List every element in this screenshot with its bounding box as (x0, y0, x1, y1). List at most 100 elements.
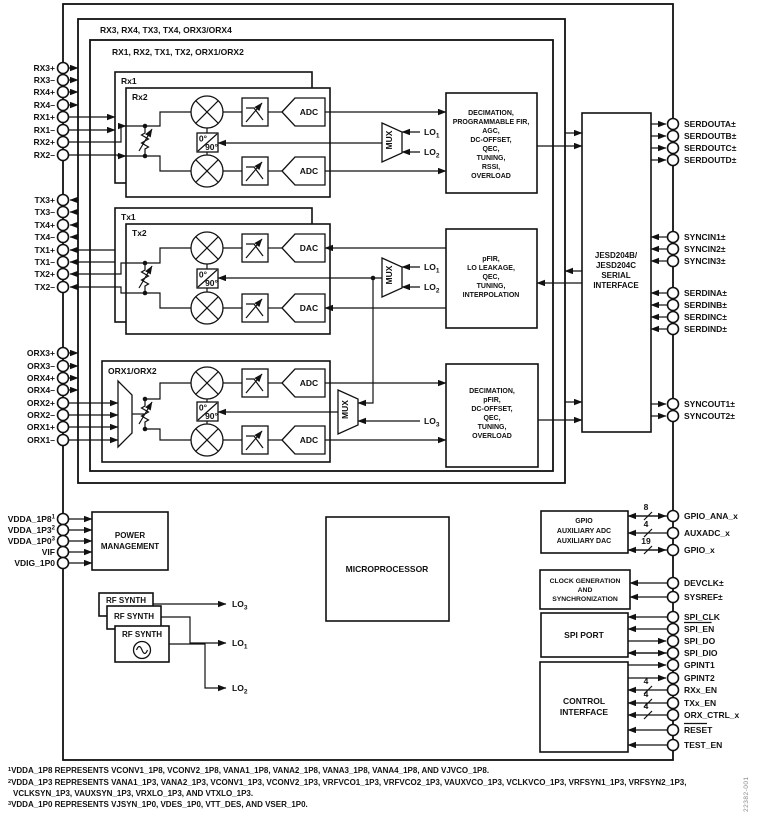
pin-label-rx-5: RX1– (34, 125, 56, 135)
pin-tx-2 (56, 218, 70, 232)
pin-io-14 (666, 723, 680, 737)
pin-label-orx-4: ORX2+ (27, 398, 55, 408)
bus-width-label: 4 (644, 701, 649, 711)
adc-block-label: ADC (300, 378, 318, 388)
orx-dsp-line: DC-OFFSET, (471, 406, 512, 413)
pin-serdes_out-0 (666, 117, 680, 131)
tx-dsp-line: TUNING, (477, 283, 506, 290)
adc-block (281, 425, 326, 455)
adc-block-label: ADC (300, 107, 318, 117)
group-box-ch12 (89, 39, 554, 472)
pin-syncin-2 (666, 254, 680, 268)
bus-slash (643, 528, 653, 538)
pin-io-5 (666, 610, 680, 624)
tx-dsp-block (445, 228, 538, 329)
tx1-label: Tx1 (121, 212, 136, 222)
pin-label-orx-3: ORX4– (27, 385, 55, 395)
jesd-line: SERIAL (601, 271, 630, 280)
pin-label-rx-2: RX4+ (34, 87, 56, 97)
generated-layer: ADCADCDACDACADCADC0°90°0°90°0°90°MUXMUXM… (8, 61, 740, 752)
gpio-line: GPIO (575, 518, 593, 525)
power-management-block (91, 511, 169, 571)
mux (381, 121, 403, 164)
bus-slash (643, 698, 653, 708)
pin-label-serdes_out-0: SERDOUTA± (684, 119, 736, 129)
pin-label-tx-0: TX3+ (34, 195, 55, 205)
attenuator-arrow (138, 265, 153, 289)
mux-label: MUX (384, 130, 394, 149)
junction-dot (142, 290, 148, 296)
pin-io-9 (666, 658, 680, 672)
orx-dsp-line: TUNING, (478, 424, 507, 431)
pin-label-serdes_out-3: SERDOUTD± (684, 155, 737, 165)
pin-label-tx-7: TX2– (35, 282, 56, 292)
signal-wire (161, 616, 227, 647)
bus-width-label: 4 (644, 519, 649, 529)
pin-io-12 (666, 696, 680, 710)
pin-label-io-9: GPINT1 (684, 660, 715, 670)
lo2-output-label: LO2 (232, 683, 248, 696)
pin-label-serdes_in-2: SERDINC± (684, 312, 727, 322)
pin-label-io-5: SPI_CLK (684, 612, 721, 622)
pin-serdes_in-3 (666, 322, 680, 336)
dac-block (281, 293, 326, 323)
lo2-label: LO2 (424, 282, 440, 295)
signal-wire (145, 292, 191, 309)
orx-dsp-block (445, 363, 539, 468)
pin-label-io-11: RXx_EN (684, 685, 717, 695)
rx1-label: Rx1 (121, 76, 137, 86)
attenuator-arrow (138, 401, 153, 425)
pin-rx-6 (56, 135, 70, 149)
bus-width-label: 4 (644, 689, 649, 699)
phase-90-label: 90° (205, 142, 218, 152)
pin-syncout-1 (666, 409, 680, 423)
adc-block (281, 156, 326, 186)
pin-label-io-14: RESET (684, 725, 713, 735)
control-line: CONTROL (563, 696, 605, 706)
signal-wire (145, 428, 191, 441)
signal-wire (145, 247, 191, 264)
phase-90-label: 90° (205, 411, 218, 421)
pin-label-io-12: TXx_EN (684, 698, 716, 708)
rx-dsp-block (445, 92, 538, 194)
mux (381, 256, 403, 299)
jesd-line: JESD204B/ (595, 251, 638, 260)
footnotes: 1VDDA_1P8 REPRESENTS VCONV1_1P8, VCONV2_… (8, 766, 708, 811)
pin-tx-1 (56, 205, 70, 219)
pin-label-orx-2: ORX4+ (27, 373, 55, 383)
lo3-output-label: LO3 (232, 599, 248, 612)
pin-label-io-15: TEST_EN (684, 740, 722, 750)
pin-label-tx-4: TX1+ (34, 245, 55, 255)
attenuator-arrow (138, 128, 153, 152)
tx-dsp-line: LO LEAKAGE, (467, 265, 515, 272)
pin-label-tx-6: TX2+ (34, 269, 55, 279)
lo1-label: LO1 (424, 127, 440, 140)
gpio-line: AUXILIARY DAC (557, 538, 611, 545)
phase-0-label: 0° (199, 270, 208, 280)
dac-block-label: DAC (300, 303, 318, 313)
pin-label-syncin-0: SYNCIN1± (684, 232, 726, 242)
pin-label-syncin-2: SYNCIN3± (684, 256, 726, 266)
footnote-3: 3VDDA_1P0 REPRESENTS VJSYN_1P0, VDES_1P0… (8, 799, 308, 809)
junction-dot (142, 153, 148, 159)
junction-dot (142, 396, 148, 402)
pin-io-7 (666, 634, 680, 648)
bus-slash (643, 511, 653, 521)
pin-serdes_out-3 (666, 153, 680, 167)
pin-orx-4 (56, 396, 70, 410)
pin-label-syncout-1: SYNCOUT2± (684, 411, 735, 421)
group-box-ch34 (77, 18, 566, 484)
control-line: INTERFACE (560, 707, 609, 717)
pin-label-tx-1: TX3– (35, 207, 56, 217)
pin-label-rx-4: RX1+ (34, 112, 56, 122)
pin-tx-7 (56, 280, 70, 294)
adc-block (281, 368, 326, 398)
adc-block-label: ADC (300, 166, 318, 176)
pin-label-rx-7: RX2– (34, 150, 56, 160)
dac-block (281, 233, 326, 263)
lo1-label: LO1 (424, 262, 440, 275)
group-box-ch34-label: RX3, RX4, TX3, TX4, ORX3/ORX4 (100, 25, 232, 35)
pin-io-2 (666, 543, 680, 557)
pin-label-tx-5: TX1– (35, 257, 56, 267)
clock-line: SYNCHRONIZATION (552, 596, 618, 603)
